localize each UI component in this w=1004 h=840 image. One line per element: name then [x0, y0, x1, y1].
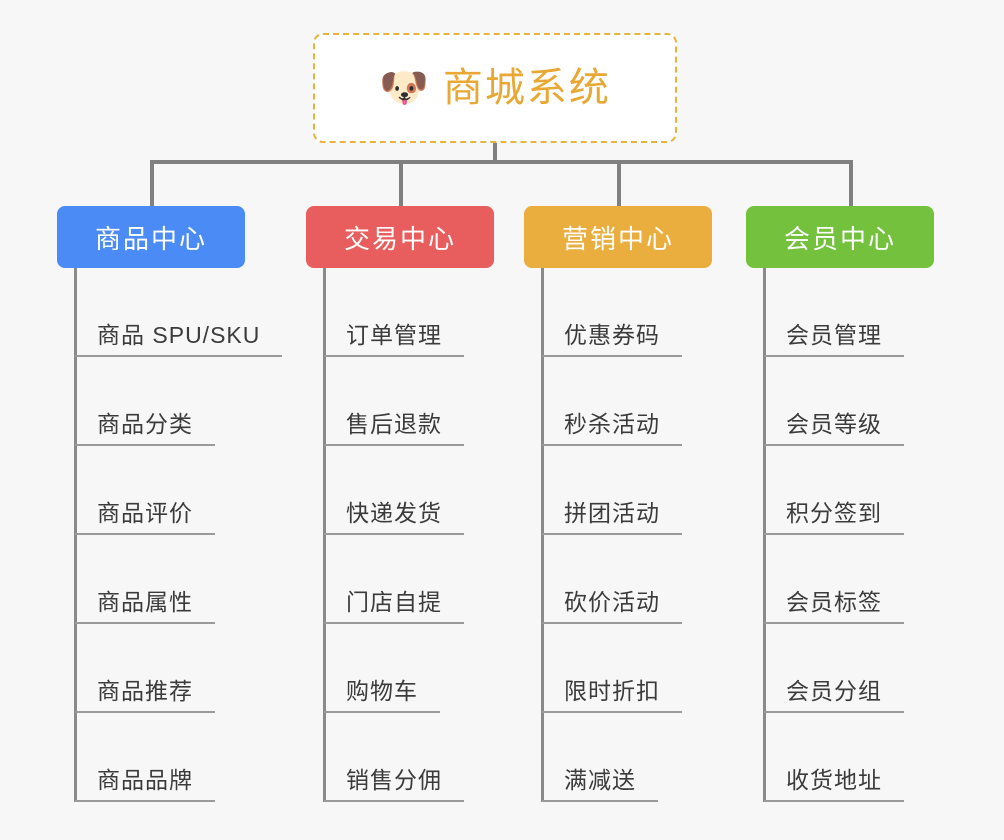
leaf-label: 会员标签 — [764, 589, 904, 624]
leaf-label: 门店自提 — [324, 589, 464, 624]
leaf-label: 快递发货 — [324, 500, 464, 535]
leaf-item[interactable]: 收货地址 — [764, 713, 934, 802]
leaf-label: 商品品牌 — [75, 767, 215, 802]
leaf-item[interactable]: 满减送 — [542, 713, 712, 802]
leaf-item[interactable]: 会员标签 — [764, 535, 934, 624]
leaf-label: 会员等级 — [764, 411, 904, 446]
leaf-item[interactable]: 门店自提 — [324, 535, 494, 624]
leaf-spine — [74, 268, 77, 802]
root-title: 商城系统 — [442, 66, 611, 110]
leaf-item[interactable]: 订单管理 — [324, 268, 494, 357]
leaf-label: 会员管理 — [764, 322, 904, 357]
leaf-label: 商品分类 — [75, 411, 215, 446]
leaf-label: 商品属性 — [75, 589, 215, 624]
category-box-marketing-center[interactable]: 营销中心 — [524, 206, 712, 268]
leaf-list-marketing-center: 优惠券码 秒杀活动 拼团活动 砍价活动 限时折扣 满减送 — [524, 268, 712, 802]
connector-drop-3 — [617, 160, 621, 206]
leaf-item[interactable]: 商品品牌 — [75, 713, 245, 802]
branch-member-center: 会员中心 会员管理 会员等级 积分签到 会员标签 会员分组 — [746, 206, 934, 802]
leaf-item[interactable]: 购物车 — [324, 624, 494, 713]
leaf-spine — [541, 268, 544, 802]
leaf-label: 砍价活动 — [542, 589, 682, 624]
leaf-label: 销售分佣 — [324, 767, 464, 802]
leaf-item[interactable]: 秒杀活动 — [542, 357, 712, 446]
leaf-label: 收货地址 — [764, 767, 904, 802]
branch-trade-center: 交易中心 订单管理 售后退款 快递发货 门店自提 购物车 — [306, 206, 494, 802]
leaf-label: 商品 SPU/SKU — [75, 322, 283, 357]
branch-marketing-center: 营销中心 优惠券码 秒杀活动 拼团活动 砍价活动 限时折扣 — [524, 206, 712, 802]
shiba-dog-face-icon: 🐶 — [379, 66, 429, 110]
leaf-item[interactable]: 会员分组 — [764, 624, 934, 713]
leaf-item[interactable]: 砍价活动 — [542, 535, 712, 624]
leaf-label: 积分签到 — [764, 500, 904, 535]
leaf-label: 秒杀活动 — [542, 411, 682, 446]
leaf-label: 商品评价 — [75, 500, 215, 535]
leaf-item[interactable]: 商品推荐 — [75, 624, 245, 713]
leaf-label: 订单管理 — [324, 322, 464, 357]
leaf-item[interactable]: 优惠券码 — [542, 268, 712, 357]
connector-horizontal-bus — [150, 160, 853, 164]
leaf-label: 拼团活动 — [542, 500, 682, 535]
leaf-label: 优惠券码 — [542, 322, 682, 357]
leaf-item[interactable]: 快递发货 — [324, 446, 494, 535]
leaf-item[interactable]: 商品 SPU/SKU — [75, 268, 283, 357]
category-label: 会员中心 — [783, 223, 896, 254]
category-box-member-center[interactable]: 会员中心 — [746, 206, 934, 268]
leaf-item[interactable]: 会员等级 — [764, 357, 934, 446]
category-label: 营销中心 — [561, 223, 674, 254]
leaf-list-trade-center: 订单管理 售后退款 快递发货 门店自提 购物车 销售分佣 — [306, 268, 494, 802]
branch-product-center: 商品中心 商品 SPU/SKU 商品分类 商品评价 商品属性 商品推荐 — [57, 206, 283, 802]
category-label: 商品中心 — [94, 223, 207, 254]
connector-drop-4 — [849, 160, 853, 206]
leaf-item[interactable]: 商品评价 — [75, 446, 245, 535]
leaf-label: 购物车 — [324, 678, 440, 713]
leaf-label: 商品推荐 — [75, 678, 215, 713]
leaf-item[interactable]: 销售分佣 — [324, 713, 494, 802]
leaf-label: 满减送 — [542, 767, 658, 802]
leaf-spine — [323, 268, 326, 802]
leaf-list-member-center: 会员管理 会员等级 积分签到 会员标签 会员分组 收货地址 — [746, 268, 934, 802]
leaf-label: 售后退款 — [324, 411, 464, 446]
leaf-item[interactable]: 拼团活动 — [542, 446, 712, 535]
leaf-item[interactable]: 商品分类 — [75, 357, 245, 446]
leaf-item[interactable]: 售后退款 — [324, 357, 494, 446]
root-node[interactable]: 🐶 商城系统 — [313, 33, 677, 143]
category-box-trade-center[interactable]: 交易中心 — [306, 206, 494, 268]
category-label: 交易中心 — [343, 223, 456, 254]
leaf-spine — [763, 268, 766, 802]
leaf-label: 会员分组 — [764, 678, 904, 713]
connector-drop-1 — [150, 160, 154, 206]
leaf-item[interactable]: 限时折扣 — [542, 624, 712, 713]
category-box-product-center[interactable]: 商品中心 — [57, 206, 245, 268]
leaf-label: 限时折扣 — [542, 678, 682, 713]
connector-root-vertical — [493, 143, 497, 162]
leaf-item[interactable]: 会员管理 — [764, 268, 934, 357]
connector-drop-2 — [399, 160, 403, 206]
leaf-list-product-center: 商品 SPU/SKU 商品分类 商品评价 商品属性 商品推荐 商品品牌 — [57, 268, 283, 802]
leaf-item[interactable]: 商品属性 — [75, 535, 245, 624]
leaf-item[interactable]: 积分签到 — [764, 446, 934, 535]
